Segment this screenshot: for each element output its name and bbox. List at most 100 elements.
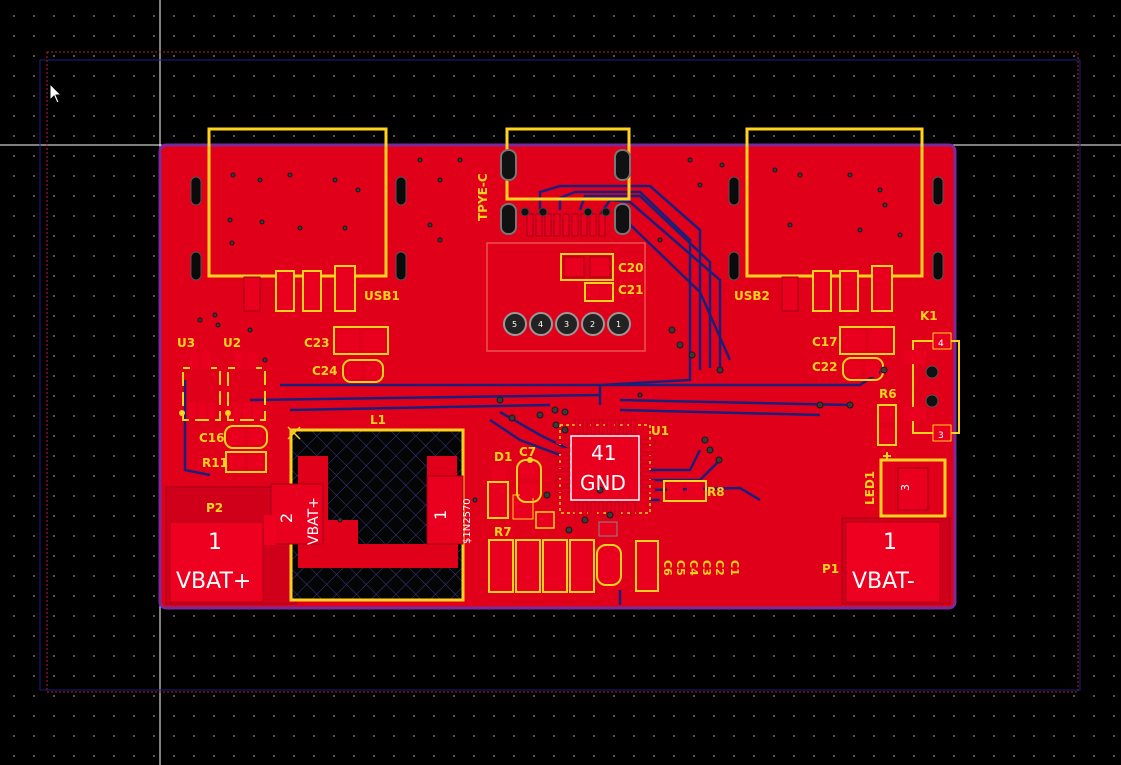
l1-pad1-number: 1 bbox=[431, 510, 450, 520]
label-c20: C20 bbox=[618, 261, 644, 275]
p2-pad-number: 1 bbox=[208, 530, 222, 555]
usb2-pad[interactable] bbox=[839, 270, 859, 312]
l1-pad1-net: $1N2570 bbox=[462, 498, 473, 544]
label-c21: C21 bbox=[618, 283, 644, 297]
mouse-pointer-icon bbox=[49, 82, 63, 104]
usb1-pad[interactable] bbox=[302, 270, 322, 312]
usb2-pad[interactable] bbox=[812, 270, 832, 312]
label-d1: D1 bbox=[494, 450, 512, 464]
label-u2: U2 bbox=[223, 336, 241, 350]
led1-pin: 3 bbox=[899, 484, 912, 491]
usb1-pad[interactable] bbox=[275, 270, 295, 312]
vias bbox=[197, 157, 903, 534]
label-p2: P2 bbox=[206, 501, 223, 515]
led1-footprint[interactable] bbox=[879, 452, 947, 518]
u1-pad-net: GND bbox=[580, 471, 626, 495]
usb2-outline bbox=[745, 127, 924, 278]
label-usb1: USB1 bbox=[364, 289, 400, 303]
r11-footprint[interactable] bbox=[225, 451, 267, 473]
u1-pad-number: 41 bbox=[591, 441, 616, 465]
p2-pad-tab bbox=[264, 515, 276, 545]
label-c4: C4 bbox=[687, 560, 700, 576]
l1-inductor-footprint[interactable] bbox=[270, 426, 465, 602]
label-r7: R7 bbox=[494, 525, 512, 539]
header-pin-5: 5 bbox=[512, 320, 517, 329]
c20-footprint[interactable] bbox=[560, 253, 614, 281]
label-k1: K1 bbox=[920, 309, 938, 323]
typec-shield-hole bbox=[614, 203, 631, 235]
label-c22: C22 bbox=[812, 360, 838, 374]
c16-footprint[interactable] bbox=[224, 425, 268, 449]
board-extent-outline bbox=[39, 59, 1081, 691]
k1-pin4: 4 bbox=[938, 339, 944, 349]
usb1-pad[interactable] bbox=[334, 265, 356, 312]
c21-footprint[interactable] bbox=[584, 282, 614, 302]
typec-vias bbox=[520, 207, 611, 217]
u2-footprint[interactable] bbox=[225, 352, 266, 421]
k1-switch-footprint[interactable] bbox=[904, 332, 960, 442]
r6-footprint[interactable] bbox=[877, 404, 897, 446]
label-c3: C3 bbox=[700, 560, 713, 576]
usb1-mount-hole bbox=[395, 251, 407, 281]
usb1-mount-hole bbox=[395, 176, 407, 206]
usb2-mount-hole bbox=[728, 251, 740, 281]
usb1-pad[interactable] bbox=[243, 276, 261, 312]
r8-footprint[interactable] bbox=[663, 480, 707, 502]
usb2-pad[interactable] bbox=[781, 276, 799, 312]
label-c24: C24 bbox=[312, 364, 338, 378]
label-usb2: USB2 bbox=[734, 289, 770, 303]
label-c23: C23 bbox=[304, 336, 330, 350]
typec-shield-hole bbox=[500, 149, 517, 181]
typec-pads[interactable] bbox=[526, 213, 606, 237]
header-pin-3: 3 bbox=[564, 320, 569, 329]
header-pin-1: 1 bbox=[616, 320, 621, 329]
label-r11: R11 bbox=[202, 456, 228, 470]
label-c1: C1 bbox=[728, 560, 741, 576]
label-c7: C7 bbox=[519, 445, 536, 459]
label-p1: P1 bbox=[822, 562, 839, 576]
label-c6: C6 bbox=[661, 560, 674, 576]
usb2-mount-hole bbox=[932, 176, 944, 206]
l1-pad2-net: VBAT+ bbox=[306, 497, 322, 545]
label-c2: C2 bbox=[713, 560, 726, 576]
pin-header[interactable] bbox=[503, 312, 631, 336]
typec-shield-hole bbox=[614, 149, 631, 181]
c23-footprint[interactable] bbox=[333, 326, 389, 355]
c22-footprint[interactable] bbox=[842, 357, 884, 381]
label-led1: LED1 bbox=[863, 471, 877, 505]
usb1-outline bbox=[207, 127, 388, 278]
u1-ic-footprint[interactable] bbox=[555, 419, 656, 517]
label-l1: L1 bbox=[370, 413, 386, 427]
small-pad bbox=[598, 521, 618, 537]
label-r8: R8 bbox=[707, 485, 725, 499]
c17-footprint[interactable] bbox=[839, 326, 895, 355]
c24-footprint[interactable] bbox=[342, 359, 384, 383]
usb2-pad[interactable] bbox=[871, 265, 893, 312]
label-c5: C5 bbox=[674, 560, 687, 576]
usb2-mount-hole bbox=[932, 251, 944, 281]
label-u1: U1 bbox=[651, 424, 669, 438]
usb1-mount-hole bbox=[190, 251, 202, 281]
l1-pad2-number: 2 bbox=[277, 513, 296, 523]
keepout-outline bbox=[46, 51, 1079, 693]
header-pin-2: 2 bbox=[590, 320, 595, 329]
p2-pad[interactable] bbox=[169, 521, 264, 603]
p2-pad-net: VBAT+ bbox=[176, 569, 251, 594]
label-c17: C17 bbox=[812, 335, 838, 349]
label-c16: C16 bbox=[199, 431, 225, 445]
header-pin-4: 4 bbox=[538, 320, 543, 329]
label-r6: R6 bbox=[879, 387, 897, 401]
u3-footprint[interactable] bbox=[179, 352, 221, 421]
label-u3: U3 bbox=[177, 336, 195, 350]
usb2-mount-hole bbox=[728, 176, 740, 206]
small-cap[interactable] bbox=[535, 511, 555, 529]
r7-footprint[interactable] bbox=[488, 539, 659, 593]
p1-pad-net: VBAT- bbox=[852, 569, 915, 594]
k1-pin3: 3 bbox=[938, 431, 944, 441]
p1-pad-number: 1 bbox=[883, 530, 897, 555]
typec-shield-hole bbox=[500, 203, 517, 235]
c7-footprint[interactable] bbox=[516, 459, 542, 503]
p1-pad[interactable] bbox=[845, 521, 941, 603]
